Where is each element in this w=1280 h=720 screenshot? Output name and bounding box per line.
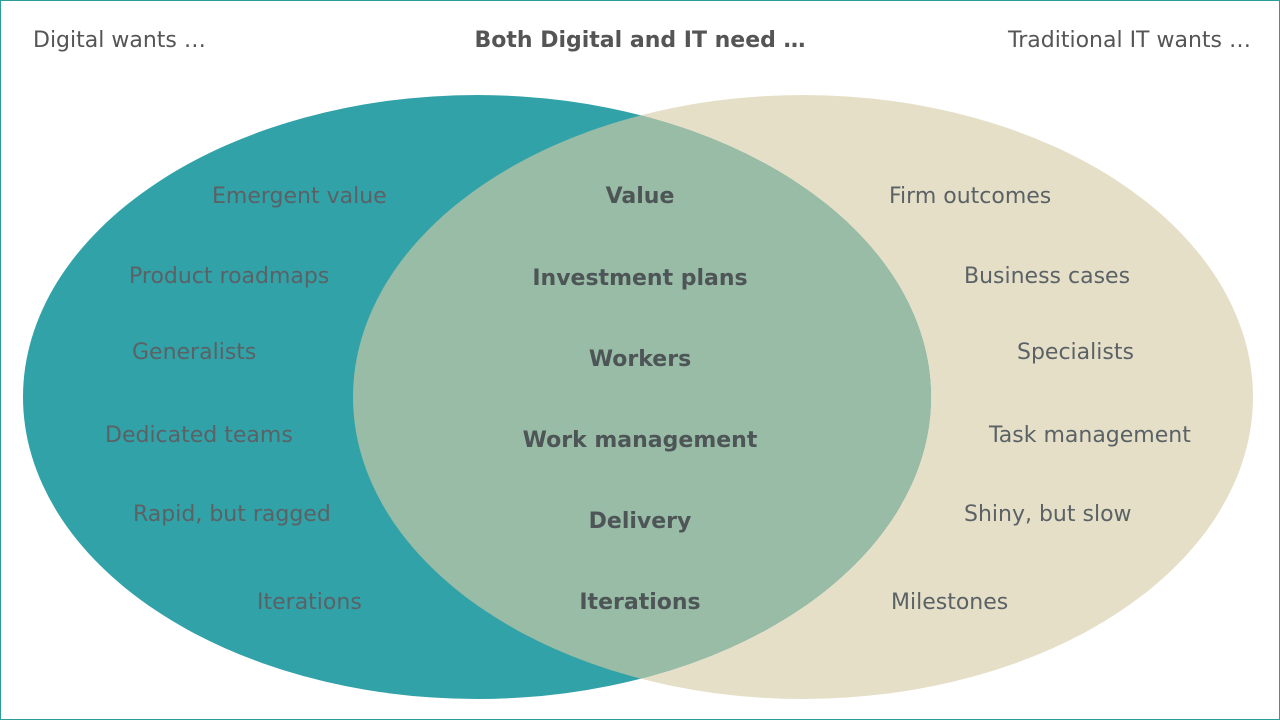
shared-item-iterations: Iterations xyxy=(579,590,701,615)
shared-item-value: Value xyxy=(605,184,675,209)
it-item-firm-outcomes: Firm outcomes xyxy=(889,184,1052,209)
digital-item-rapid-but-ragged: Rapid, but ragged xyxy=(133,502,331,527)
shared-item-workers: Workers xyxy=(588,347,692,372)
it-item-specialists: Specialists xyxy=(1017,340,1134,365)
it-item-task-management: Task management xyxy=(989,423,1191,448)
traditional-heading: Traditional IT wants … xyxy=(1008,28,1251,53)
digital-item-iterations: Iterations xyxy=(257,590,362,615)
shared-item-delivery: Delivery xyxy=(588,509,692,534)
digital-heading: Digital wants … xyxy=(33,28,206,53)
overlap-region xyxy=(353,95,931,699)
digital-item-dedicated-teams: Dedicated teams xyxy=(105,423,293,448)
shared-item-investment-plans: Investment plans xyxy=(532,266,748,291)
digital-item-generalists: Generalists xyxy=(132,340,257,365)
both-heading: Both Digital and IT need … xyxy=(474,28,806,53)
it-item-shiny-but-slow: Shiny, but slow xyxy=(964,502,1132,527)
digital-item-emergent-value: Emergent value xyxy=(212,184,387,209)
digital-item-product-roadmaps: Product roadmaps xyxy=(129,264,330,289)
it-item-business-cases: Business cases xyxy=(964,264,1131,289)
it-item-milestones: Milestones xyxy=(891,590,1009,615)
shared-item-work-management: Work management xyxy=(522,428,758,453)
